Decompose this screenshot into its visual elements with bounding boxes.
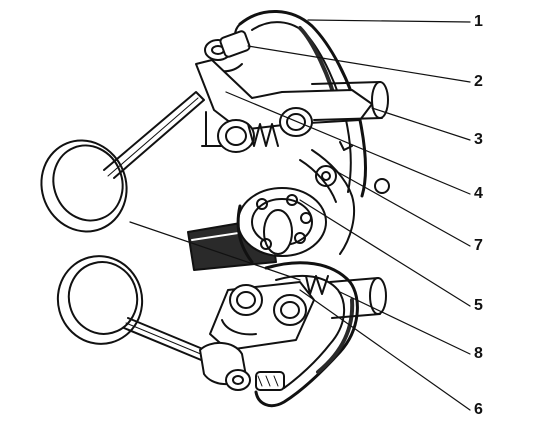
callout-label: 5 (474, 297, 483, 314)
camshaft (187, 165, 390, 271)
lower-carrier (209, 281, 315, 351)
lower-valve (56, 255, 211, 363)
callout-label: 2 (474, 73, 483, 90)
callout-label: 8 (474, 345, 483, 362)
upper-spring (217, 107, 313, 153)
lower-adjuster (199, 342, 285, 391)
lower-rocker-arm (254, 261, 359, 408)
callout-label: 6 (474, 401, 483, 418)
cam-follower (299, 141, 356, 255)
callout-label: 1 (474, 13, 483, 30)
callout-label: 3 (474, 131, 483, 148)
lower-rocker-shaft (305, 275, 387, 319)
callout-label: 7 (474, 237, 483, 254)
upper-valve (40, 91, 205, 233)
callout-label: 4 (474, 185, 483, 202)
leader-lines (129, 19, 471, 411)
